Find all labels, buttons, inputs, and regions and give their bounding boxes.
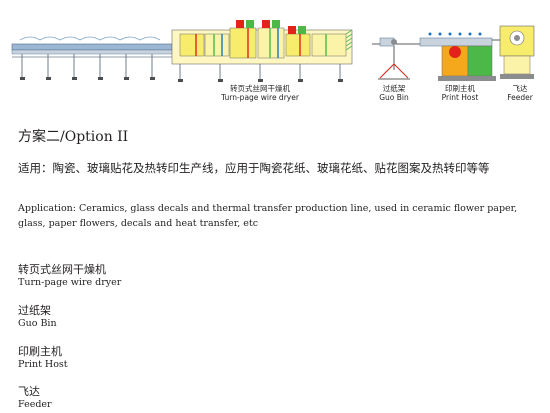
wire-dryer — [171, 20, 353, 82]
guobin-caption: 过纸架 Guo Bin — [364, 84, 424, 102]
dryer-caption-en: Turn-page wire dryer — [221, 93, 299, 102]
production-line-diagram — [11, 20, 535, 82]
feeder-caption-cn: 飞达 — [512, 84, 528, 93]
item-guobin-cn: 过纸架 — [18, 304, 51, 317]
print-caption: 印刷主机 Print Host — [430, 84, 490, 102]
item-feeder-cn: 飞达 — [18, 385, 40, 398]
feeder-caption-en: Feeder — [507, 93, 533, 102]
guobin-caption-cn: 过纸架 — [382, 84, 406, 93]
option-title: 方案二/Option II — [18, 129, 129, 145]
feeder — [492, 25, 535, 79]
dryer-caption-cn: 转页式丝网干燥机 — [230, 84, 290, 93]
dryer-caption: 转页式丝网干燥机 Turn-page wire dryer — [160, 84, 360, 102]
print-host — [419, 32, 496, 81]
item-feeder-en: Feeder — [18, 399, 52, 410]
guobin-caption-en: Guo Bin — [379, 93, 409, 102]
infeed-conveyor — [11, 36, 173, 80]
item-dryer-en: Turn-page wire dryer — [18, 277, 122, 288]
item-dryer-cn: 转页式丝网干燥机 — [18, 263, 106, 276]
application-en: Application: Ceramics, glass decals and … — [18, 203, 518, 229]
item-print-en: Print Host — [18, 359, 68, 370]
feeder-caption: 飞达 Feeder — [500, 84, 540, 102]
item-print-cn: 印刷主机 — [18, 345, 62, 358]
print-caption-cn: 印刷主机 — [445, 84, 475, 93]
guo-bin-rack — [372, 37, 420, 80]
application-cn: 适用：陶瓷、玻璃贴花及热转印生产线，应用于陶瓷花纸、玻璃花纸、贴花图案及热转印等… — [18, 161, 490, 175]
item-guobin-en: Guo Bin — [18, 318, 57, 329]
print-caption-en: Print Host — [441, 93, 479, 102]
